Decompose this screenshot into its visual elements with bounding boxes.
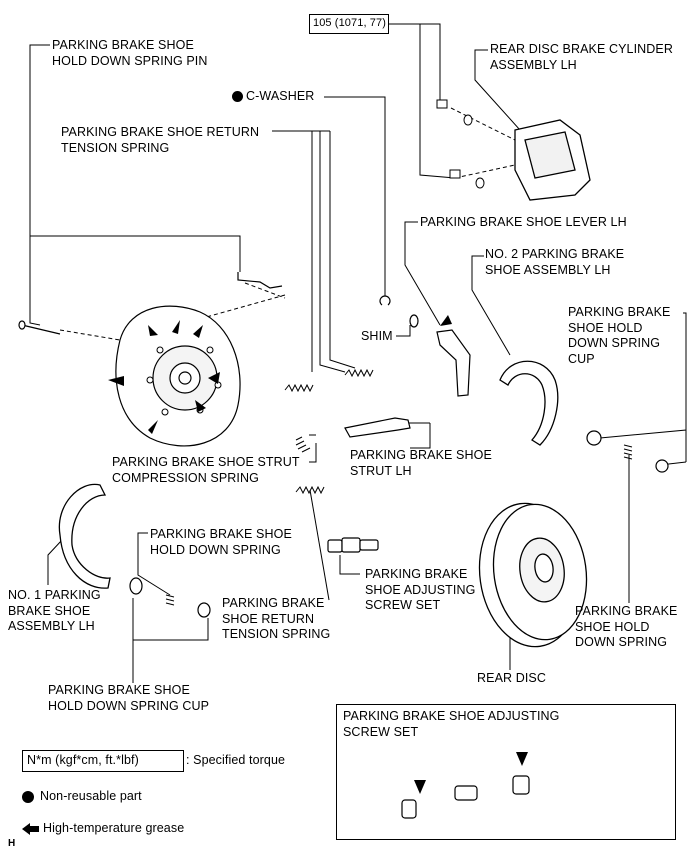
leader-hold-down-pin-spring — [30, 235, 241, 272]
legend-nonreusable-dot — [22, 791, 34, 803]
label-hold-down-spring-mid: PARKING BRAKE SHOE HOLD DOWN SPRING — [150, 527, 292, 557]
label-no1-shoe: NO. 1 PARKING BRAKE SHOE ASSEMBLY LH — [8, 588, 101, 633]
shoe-lever — [436, 329, 471, 397]
label-rear-disc: REAR DISC — [477, 671, 546, 685]
leader-lever — [404, 221, 441, 326]
adjusting-screw-set-part — [327, 537, 379, 553]
leader-cylinder — [474, 49, 521, 131]
legend-grease-arrow-icon — [22, 823, 39, 835]
legend-nonreusable-text: Non-reusable part — [40, 789, 142, 803]
label-no2-shoe: NO. 2 PARKING BRAKE SHOE ASSEMBLY LH — [485, 247, 625, 277]
leader-cup-right — [599, 312, 687, 439]
backing-plate — [115, 305, 241, 447]
leader-c-washer — [324, 96, 386, 298]
cup-right-2 — [655, 459, 669, 473]
strut-part — [344, 417, 411, 438]
leader-no1-shoe — [47, 539, 63, 585]
leader-strut-compression — [309, 443, 317, 463]
grease-arrows — [108, 315, 452, 434]
hold-down-spring-right-part — [623, 444, 633, 460]
cup-right-1 — [586, 430, 602, 446]
label-hold-down-spring-cup-right: PARKING BRAKE SHOE HOLD DOWN SPRING CUP — [568, 305, 671, 366]
inset-grease-arrows — [414, 752, 528, 794]
legend-torque-sample-box: N*m (kgf*cm, ft.*lbf) — [22, 750, 184, 772]
torque-value-text: 105 (1071, 77) — [313, 17, 386, 29]
leader-hold-spring-mid — [137, 532, 171, 596]
hold-down-spring-mid-part — [165, 594, 175, 606]
label-hold-down-spring-pin: PARKING BRAKE SHOE HOLD DOWN SPRING PIN — [52, 38, 208, 68]
leader-torque-2 — [420, 23, 441, 108]
label-return-tension-spring-bottom: PARKING BRAKE SHOE RETURN TENSION SPRING — [222, 596, 331, 641]
legend-torque-text: : Specified torque — [186, 753, 286, 767]
inset-adjusting-screw-set: PARKING BRAKE SHOE ADJUSTING SCREW SET — [336, 704, 676, 840]
leader-cup-bottom — [132, 618, 209, 683]
legend-torque-sample: N*m (kgf*cm, ft.*lbf) — [27, 753, 139, 767]
shim-part — [409, 314, 419, 328]
label-adjusting-screw-set: PARKING BRAKE SHOE ADJUSTING SCREW SET — [365, 567, 476, 612]
caliper — [514, 119, 591, 201]
leader-adjusting-screw — [339, 555, 360, 575]
leader-torque-1 — [388, 23, 456, 179]
return-tension-spring-2 — [295, 485, 325, 495]
label-return-tension-spring-top: PARKING BRAKE SHOE RETURN TENSION SPRING — [61, 125, 260, 155]
label-hold-down-spring-cup-bottom: PARKING BRAKE SHOE HOLD DOWN SPRING CUP — [48, 683, 210, 713]
c-washer-dot — [232, 91, 243, 102]
label-strut-compression-spring: PARKING BRAKE SHOE STRUT COMPRESSION SPR… — [112, 455, 300, 485]
label-strut: PARKING BRAKE SHOE STRUT LH — [350, 448, 492, 478]
label-hold-down-spring-right: PARKING BRAKE SHOE HOLD DOWN SPRING — [575, 604, 678, 649]
leader-return-spring-bottom — [309, 489, 330, 601]
backing-plate-bolts — [146, 346, 222, 416]
legend-grease-text: High-temperature grease — [43, 821, 185, 835]
leader-return-spring-top — [272, 130, 313, 372]
hold-down-spring-pin — [18, 320, 61, 335]
c-washer-part — [379, 295, 391, 306]
no1-brake-shoe — [58, 483, 111, 589]
strut-compression-spring-part — [295, 436, 311, 453]
label-rear-disc-brake-cylinder: REAR DISC BRAKE CYLINDER ASSEMBLY LH — [490, 42, 673, 72]
cup-bottom-1 — [129, 577, 143, 595]
return-tension-spring-1 — [284, 368, 374, 393]
leader-shim — [396, 325, 411, 337]
leader-no2-shoe — [471, 255, 511, 356]
inset-title: PARKING BRAKE SHOE ADJUSTING SCREW SET — [343, 709, 560, 739]
leader-strut — [410, 423, 431, 449]
label-shim: SHIM — [361, 329, 393, 343]
footer-code: H — [8, 838, 16, 849]
small-spring-top — [237, 272, 283, 289]
leader-hold-down-pin — [29, 44, 50, 326]
rear-disc-part — [478, 502, 588, 648]
cup-bottom-2 — [197, 602, 211, 618]
caliper-bolts — [436, 99, 485, 189]
inset-parts — [401, 775, 530, 819]
label-c-washer: C-WASHER — [246, 89, 315, 103]
no2-brake-shoe — [499, 360, 559, 446]
torque-value-box: 105 (1071, 77) — [309, 14, 389, 34]
label-shoe-lever: PARKING BRAKE SHOE LEVER LH — [420, 215, 627, 229]
